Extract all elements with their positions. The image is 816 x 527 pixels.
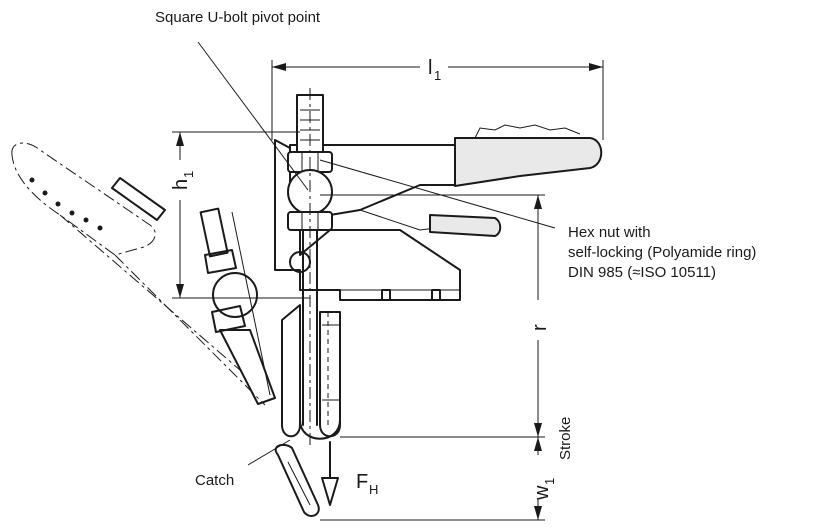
force-arrow xyxy=(321,441,339,506)
hex-nut-label-line2: self-locking (Polyamide ring) xyxy=(568,244,756,261)
stroke-dimension-text: Stroke xyxy=(557,417,574,460)
dimension-w1 xyxy=(320,437,545,521)
dimension-l1 xyxy=(271,60,604,140)
w1-symbol: w xyxy=(531,485,553,501)
pivot-leader xyxy=(197,41,309,191)
hex-nut-label-line3: DIN 985 (≈ISO 10511) xyxy=(568,264,716,281)
w1-dimension-text: w 1 xyxy=(531,478,557,501)
hex-nut-label-line1: Hex nut with xyxy=(568,224,651,241)
force-subscript: H xyxy=(369,482,378,497)
dimension-r xyxy=(320,194,545,438)
l1-symbol: l xyxy=(428,57,432,79)
ghost-grip-dots xyxy=(29,177,103,231)
dimension-h1 xyxy=(172,131,310,299)
w1-subscript: 1 xyxy=(542,478,557,485)
catch-label: Catch xyxy=(195,472,234,489)
l1-subscript: 1 xyxy=(434,68,441,83)
force-symbol: F xyxy=(356,471,368,493)
h1-subscript: 1 xyxy=(181,171,196,178)
pivot-point-label: Square U-bolt pivot point xyxy=(155,9,321,26)
r-symbol: r xyxy=(529,324,551,331)
stroke-label: Stroke xyxy=(557,417,574,460)
catch-leader xyxy=(247,439,291,466)
hex-nut-leader xyxy=(319,159,556,229)
h1-dimension-text: h 1 xyxy=(170,171,196,190)
catch xyxy=(274,443,320,517)
r-dimension-text: r xyxy=(529,324,551,331)
open-position-ghost xyxy=(11,142,276,406)
h1-symbol: h xyxy=(170,179,192,190)
